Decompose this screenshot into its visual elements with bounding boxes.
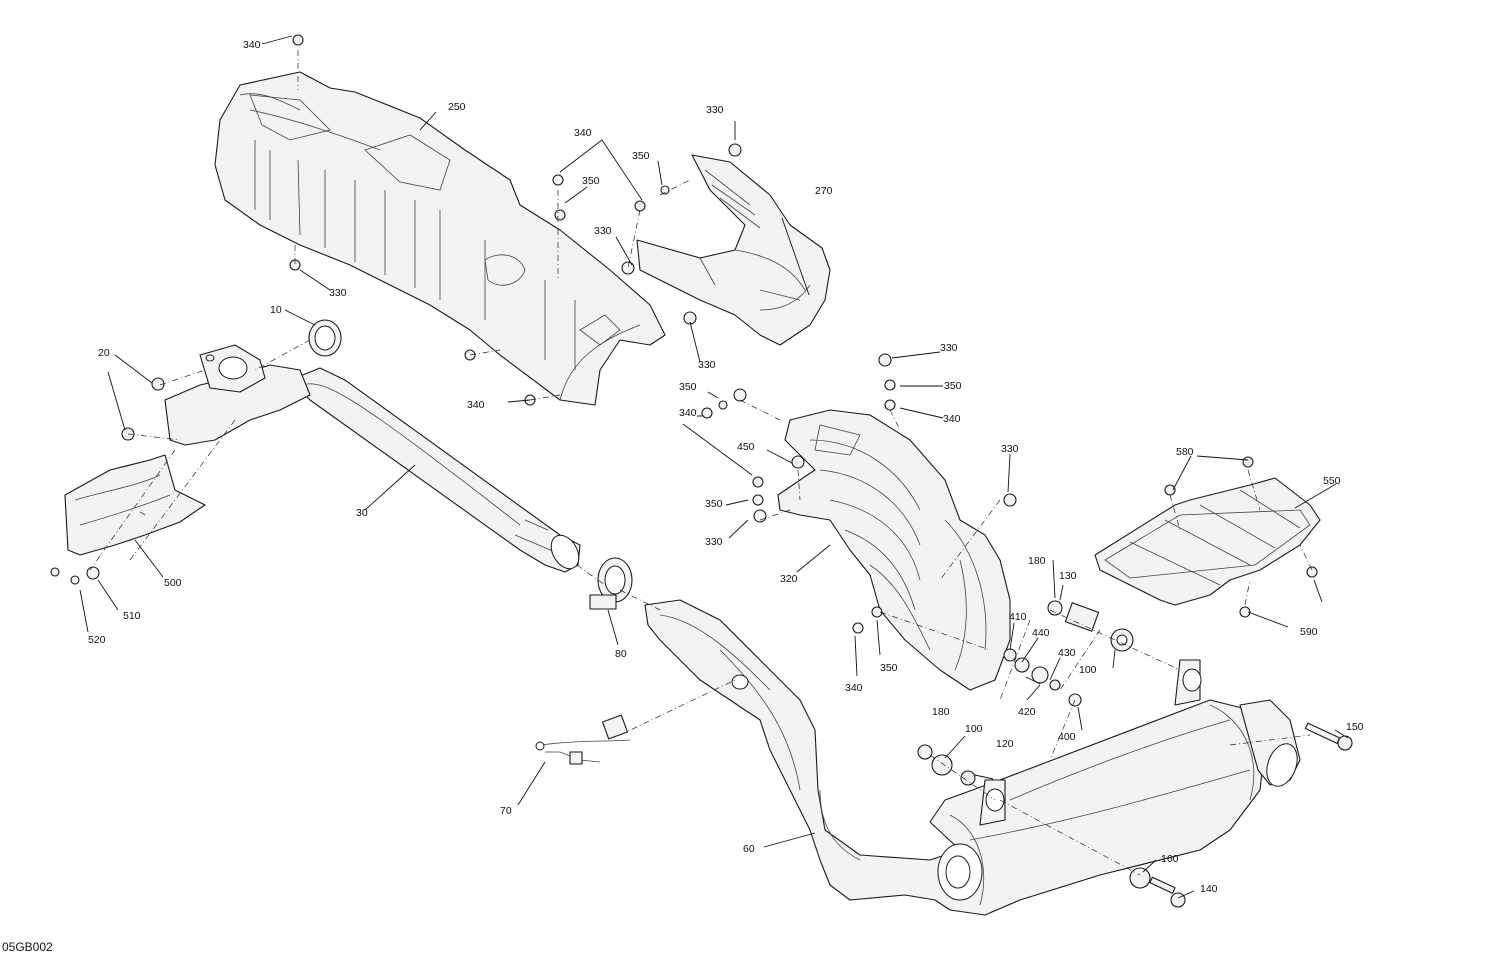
callout-340: 340: [845, 682, 863, 694]
callout-350: 350: [944, 380, 962, 392]
callout-20: 20: [98, 347, 110, 359]
callout-590: 590: [1300, 626, 1318, 638]
callout-340: 340: [943, 413, 961, 425]
callout-100: 100: [965, 723, 983, 735]
callout-330: 330: [706, 104, 724, 116]
heat-shield-270: [636, 154, 831, 346]
pipe-30: [289, 367, 581, 573]
callout-320: 320: [780, 573, 798, 585]
callout-350: 350: [632, 150, 650, 162]
callout-330: 330: [594, 225, 612, 237]
callout-450: 450: [737, 441, 755, 453]
callout-340: 340: [679, 407, 697, 419]
callout-430: 430: [1058, 647, 1076, 659]
callout-150: 150: [1346, 721, 1364, 733]
callout-500: 500: [164, 577, 182, 589]
callout-520: 520: [88, 634, 106, 646]
callout-80: 80: [615, 648, 627, 660]
heat-shield-320: [777, 409, 1011, 691]
alignment-lines: [89, 50, 1313, 876]
callout-550: 550: [1323, 475, 1341, 487]
callout-330: 330: [705, 536, 723, 548]
callout-350: 350: [705, 498, 723, 510]
callout-130: 130: [1059, 570, 1077, 582]
callout-270: 270: [815, 185, 833, 197]
callout-350: 350: [880, 662, 898, 674]
callout-580: 580: [1176, 446, 1194, 458]
leader-lines: [79, 35, 1349, 899]
heat-shield-250: [214, 71, 666, 406]
diagram-code: 05GB002: [2, 940, 53, 954]
callout-70: 70: [500, 805, 512, 817]
callout-160: 160: [1161, 853, 1179, 865]
skid-plate-550: [1094, 477, 1321, 606]
callout-250: 250: [448, 101, 466, 113]
callout-410: 410: [1009, 611, 1027, 623]
callout-350: 350: [582, 175, 600, 187]
callout-340: 340: [243, 39, 261, 51]
clamp-80: [589, 557, 633, 610]
callout-330: 330: [329, 287, 347, 299]
muffler-60: [644, 599, 1301, 916]
callout-340: 340: [574, 127, 592, 139]
callout-330: 330: [698, 359, 716, 371]
callout-440: 440: [1032, 627, 1050, 639]
callout-340: 340: [467, 399, 485, 411]
callout-100: 100: [1079, 664, 1097, 676]
callout-10: 10: [270, 304, 282, 316]
header-pipe: [164, 344, 311, 446]
callout-420: 420: [1018, 706, 1036, 718]
callout-330: 330: [940, 342, 958, 354]
callout-labels: 10 20 30 60 70 80 100 100 120 130 140 15…: [88, 39, 1364, 895]
callout-330: 330: [1001, 443, 1019, 455]
callout-510: 510: [123, 610, 141, 622]
gasket-10: [308, 319, 342, 357]
callout-180: 180: [932, 706, 950, 718]
oxygen-sensor-70: [535, 714, 631, 765]
callout-400: 400: [1058, 731, 1076, 743]
callout-180: 180: [1028, 555, 1046, 567]
callout-30: 30: [356, 507, 368, 519]
callout-120: 120: [996, 738, 1014, 750]
callout-350: 350: [679, 381, 697, 393]
callout-140: 140: [1200, 883, 1218, 895]
heat-shield-500: [64, 454, 206, 556]
callout-60: 60: [743, 843, 755, 855]
